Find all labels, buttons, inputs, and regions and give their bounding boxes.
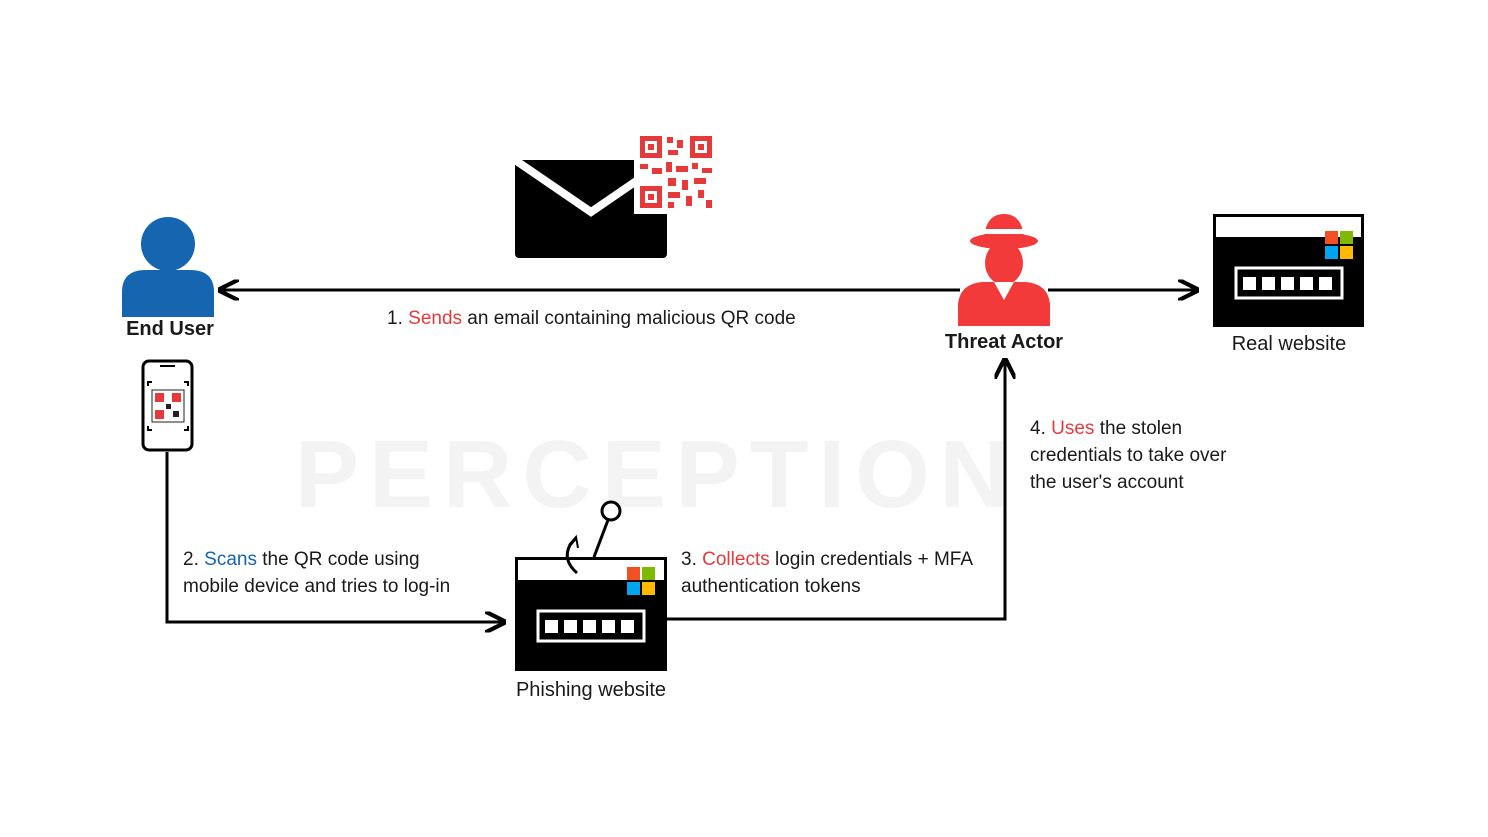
real-website-label: Real website — [1231, 333, 1347, 355]
step-3-text: 3. Collects login credentials + MFA auth… — [681, 546, 973, 600]
phone-qr-icon — [141, 359, 194, 452]
step-3-rest: login credentials + MFA — [775, 549, 974, 570]
step-2-line2: mobile device and tries to log-in — [183, 576, 451, 597]
step-2-verb: Scans — [204, 549, 257, 570]
step-2-number: 2. — [183, 549, 199, 570]
step-4-text: 4. Uses the stolen credentials to take o… — [1030, 415, 1226, 496]
step-4-verb: Uses — [1051, 418, 1095, 439]
fishing-hook-icon — [565, 500, 622, 575]
step-2-rest: the QR code using — [262, 549, 420, 570]
phishing-website-label: Phishing website — [515, 679, 667, 701]
end-user-label: End User — [126, 318, 214, 340]
watermark: PERCEPTION — [295, 421, 1020, 528]
user-icon — [122, 217, 214, 317]
step-3-verb: Collects — [702, 549, 770, 570]
step-1-rest: an email containing malicious QR code — [467, 308, 796, 329]
step-4-rest: the stolen — [1099, 418, 1183, 439]
step-4-line3: the user's account — [1030, 472, 1184, 493]
phishing-browser-icon — [515, 557, 667, 671]
qr-code-icon — [634, 130, 718, 214]
step-2-text: 2. Scans the QR code using mobile device… — [183, 546, 450, 600]
threat-actor-label: Threat Actor — [944, 331, 1064, 353]
arrow-scan-to-phishing — [165, 452, 502, 622]
step-1-text: 1. Sends an email containing malicious Q… — [387, 305, 796, 332]
step-1-verb: Sends — [408, 308, 463, 329]
hacker-icon — [958, 214, 1050, 326]
step-3-number: 3. — [681, 549, 697, 570]
browser-window-icon — [1213, 214, 1364, 327]
step-3-line2: authentication tokens — [681, 576, 861, 597]
step-4-number: 4. — [1030, 418, 1046, 439]
arrow-collect-to-actor — [667, 362, 1005, 621]
step-4-line2: credentials to take over — [1030, 445, 1227, 466]
step-1-number: 1. — [387, 308, 403, 329]
